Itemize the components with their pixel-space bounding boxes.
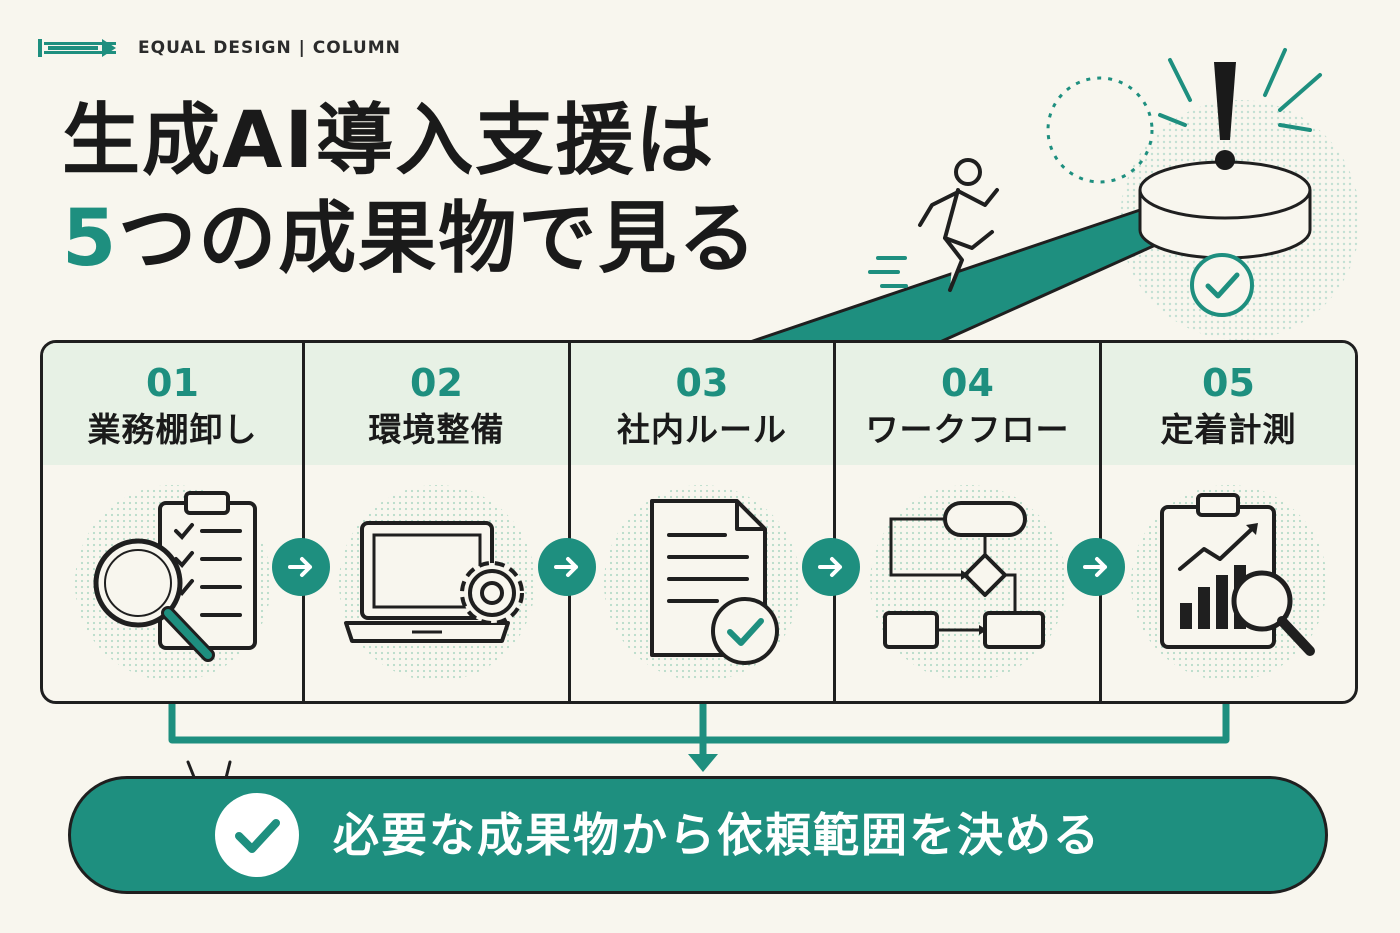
- step-04: 04 ワークフロー: [836, 343, 1102, 701]
- step-label: 環境整備: [368, 410, 505, 449]
- check-circle-icon: [215, 793, 299, 877]
- runner-icon: [868, 158, 999, 292]
- step-number: 02: [410, 361, 463, 405]
- step-05: 05 定着計測: [1102, 343, 1355, 701]
- step-header: 04 ワークフロー: [836, 343, 1099, 465]
- exclamation-icon: [1158, 48, 1322, 170]
- dotted-circle-icon: [1046, 76, 1154, 184]
- clipboard-magnifier-icon: [74, 485, 271, 681]
- step-label: 定着計測: [1160, 410, 1297, 449]
- step-01: 01 業務棚卸し: [43, 343, 305, 701]
- step-number: 05: [1202, 361, 1255, 405]
- chart-clipboard-magnifier-icon: [1130, 485, 1327, 681]
- step-number: 04: [941, 361, 994, 405]
- document-check-icon: [604, 485, 800, 681]
- step-header: 02 環境整備: [305, 343, 568, 465]
- step-header: 03 社内ルール: [571, 343, 833, 465]
- title-line-2-text: つの成果物で見る: [118, 194, 759, 284]
- page-title: 生成AI導入支援は 5つの成果物で見る: [62, 92, 758, 288]
- brand-text: EQUAL DESIGN | COLUMN: [138, 38, 401, 58]
- conclusion-banner: 必要な成果物から依頼範囲を決める: [68, 776, 1328, 894]
- arrow-right-icon: [272, 538, 330, 596]
- steps-panel: 01 業務棚卸し 02: [40, 340, 1358, 704]
- title-line-1: 生成AI導入支援は: [62, 96, 716, 186]
- small-check-icon: [1190, 253, 1254, 317]
- banner-text: 必要な成果物から依頼範囲を決める: [333, 808, 1101, 862]
- arrow-right-icon: [538, 538, 596, 596]
- title-number: 5: [62, 194, 119, 284]
- title-line-2: 5つの成果物で見る: [62, 190, 758, 288]
- laptop-gear-icon: [338, 485, 535, 681]
- merge-connector-icon: [168, 704, 1230, 772]
- step-header: 01 業務棚卸し: [43, 343, 302, 465]
- arrow-right-icon: [1067, 538, 1125, 596]
- arrow-right-icon: [802, 538, 860, 596]
- step-03: 03 社内ルール: [571, 343, 836, 701]
- step-label: 社内ルール: [617, 410, 787, 449]
- step-label: ワークフロー: [865, 410, 1070, 449]
- brand-logo-icon: [38, 39, 116, 57]
- step-header: 05 定着計測: [1102, 343, 1355, 465]
- runway-path-icon: [749, 208, 1205, 344]
- step-label: 業務棚卸し: [87, 410, 258, 449]
- flowchart-icon: [869, 485, 1066, 681]
- step-02: 02 環境整備: [305, 343, 571, 701]
- step-number: 03: [675, 361, 729, 405]
- hero-illustration: [749, 48, 1360, 344]
- brand-header: EQUAL DESIGN | COLUMN: [38, 38, 401, 58]
- goal-pedestal-icon: [1138, 160, 1312, 260]
- step-number: 01: [146, 361, 199, 405]
